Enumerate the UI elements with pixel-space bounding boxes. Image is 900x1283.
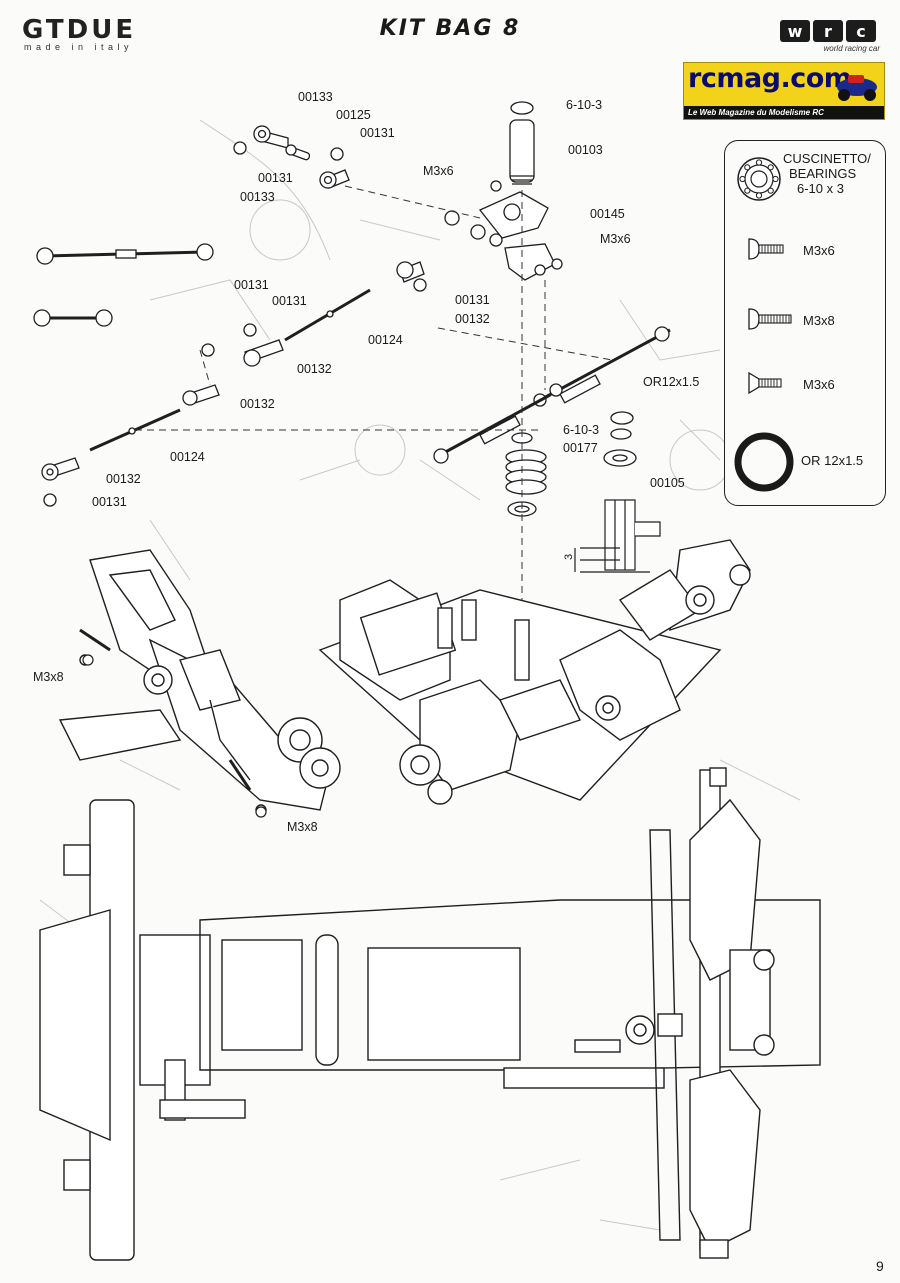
callout-00177: 00177 [563, 441, 598, 455]
button-head-screw-icon [748, 238, 784, 260]
wrc-letter-r: r [813, 20, 843, 42]
page-number: 9 [876, 1258, 884, 1274]
ghost-background-lines [39, 119, 801, 1231]
wrc-subtitle: world racing car [823, 44, 880, 53]
legend-bearing-line1: CUSCINETTO/ [783, 151, 871, 166]
legend-bearing-line3: 6-10 x 3 [797, 181, 844, 196]
callout-00125: 00125 [336, 108, 371, 122]
callout-m3x8-right: M3x8 [287, 820, 318, 834]
button-head-screw-long-icon [748, 308, 792, 330]
callout-00145: 00145 [590, 207, 625, 221]
wrc-letter-w: w [780, 20, 810, 42]
callout-00133-top: 00133 [298, 90, 333, 104]
callout-00132-mid: 00132 [297, 362, 332, 376]
bottom-chassis-view [39, 767, 821, 1261]
callout-6-10-3-lower: 6-10-3 [563, 423, 600, 437]
callout-00131-mid2: 00131 [272, 294, 307, 308]
callout-00105: 00105 [650, 476, 685, 490]
countersunk-screw-icon [748, 371, 782, 395]
legend-screw-m3x6: M3x6 [803, 243, 835, 258]
legend-screw-m3x6-flat: M3x6 [803, 377, 835, 392]
wrc-letter-c: c [846, 20, 876, 42]
bearing-icon [737, 157, 781, 201]
gtdue-logo: GTDUE made in italy [22, 15, 162, 52]
callout-00132-left: 00132 [240, 397, 275, 411]
brand-tagline: made in italy [24, 42, 134, 52]
legend-oring: OR 12x1.5 [801, 453, 864, 468]
callout-00131-mid: 00131 [234, 278, 269, 292]
callout-6-10-3-top: 6-10-3 [566, 98, 603, 112]
callout-oring: OR12x1.5 [643, 375, 700, 389]
callout-00132-right: 00132 [455, 312, 490, 326]
callout-00131-lower: 00131 [92, 495, 127, 509]
callout-00133-lower: 00133 [240, 190, 275, 204]
legend-bearing-line2: BEARINGS [789, 166, 857, 181]
assembly-guide-lines [135, 185, 613, 640]
callout-m3x8-left: M3x8 [33, 670, 64, 684]
callout-00124-lower: 00124 [170, 450, 205, 464]
callout-00124-upper: 00124 [368, 333, 403, 347]
right-suspension-assembly [399, 539, 751, 805]
hardware-legend: CUSCINETTO/ BEARINGS 6-10 x 3 M3x6 M3x8 … [724, 140, 886, 506]
rc-car-icon [837, 75, 877, 101]
legend-screw-m3x8: M3x8 [803, 313, 835, 328]
m3x8-screws [82, 654, 267, 818]
callout-m3x6-top: M3x6 [423, 164, 454, 178]
callout-00103: 00103 [568, 143, 603, 157]
o-ring-icon [734, 432, 794, 492]
upper-linkage-parts [233, 101, 563, 281]
callout-00131-top: 00131 [360, 126, 395, 140]
rcmag-watermark: rcmag.com Le Web Magazine du Modelisme R… [683, 62, 885, 120]
callout-m3x6-right: M3x6 [600, 232, 631, 246]
watermark-site: rcmag.com [688, 63, 852, 94]
turnbuckle-rods [33, 243, 671, 507]
callout-00132-lower: 00132 [106, 472, 141, 486]
callout-00131-left: 00131 [258, 171, 293, 185]
callout-00131-right: 00131 [455, 293, 490, 307]
left-suspension-assembly [58, 549, 341, 816]
watermark-tagline: Le Web Magazine du Modelisme RC [684, 106, 884, 119]
brand-wordmark: GTDUE [22, 15, 137, 45]
spring-stack [505, 411, 637, 517]
dimension-label: 3 [563, 554, 575, 560]
page-title: KIT BAG 8 [379, 16, 521, 41]
wrc-logo: w r c world racing car [780, 20, 880, 56]
section-detail [574, 499, 661, 573]
